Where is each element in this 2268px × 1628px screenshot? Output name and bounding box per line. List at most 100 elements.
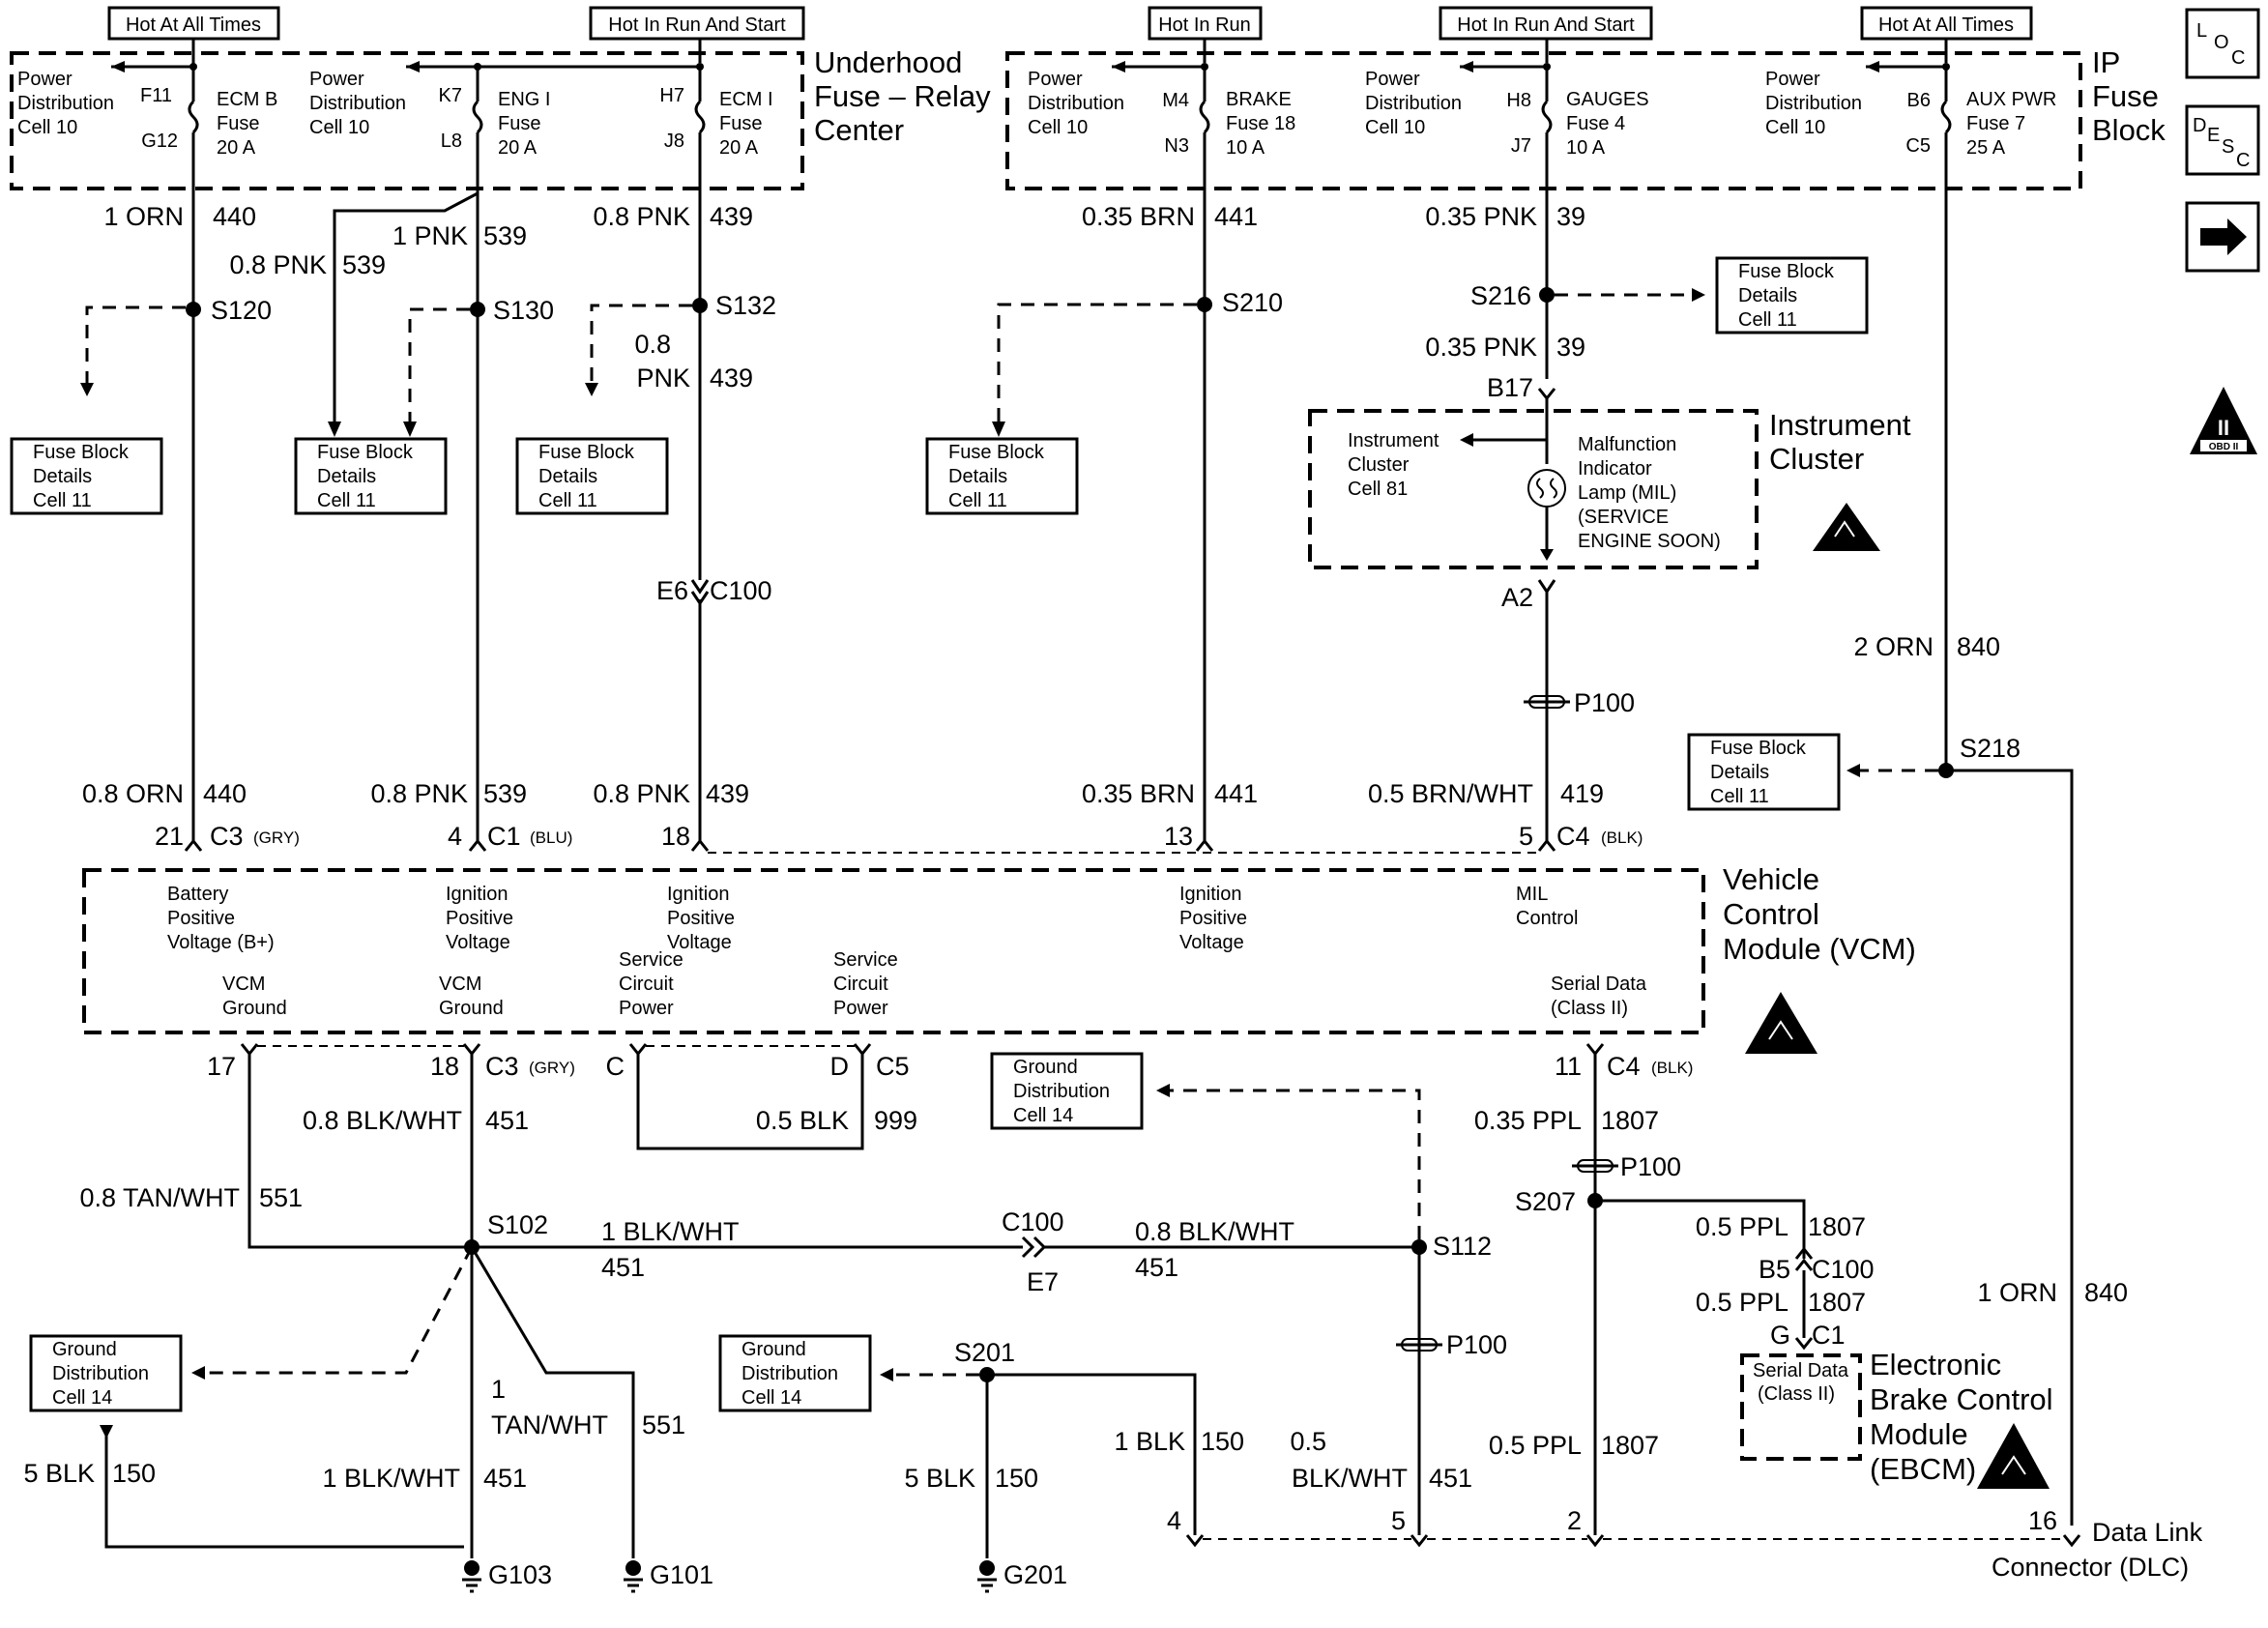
data-link-connector: 4 5 2 16 Data Link Connector (DLC)	[1167, 1506, 2203, 1582]
power-dist-ref-3: Power Distribution Cell 10	[1028, 69, 1130, 138]
vcm-title: Vehicle Control Module (VCM)	[1723, 862, 1916, 966]
splice-dot	[186, 302, 201, 317]
wire-label: 439	[706, 779, 749, 808]
arrow-left-icon	[1112, 61, 1125, 73]
wire-label: 2 ORN	[1853, 632, 1934, 661]
wire-551-ground	[470, 1246, 635, 1558]
wire-label: 0.5 PPL	[1489, 1431, 1582, 1460]
underhood-title-3: Center	[814, 113, 904, 147]
fuse-pin-in: M4	[1162, 90, 1189, 111]
connector-icon	[184, 838, 203, 852]
pin-2: 2	[1567, 1506, 1582, 1535]
wire-label: 150	[995, 1464, 1038, 1493]
obd-ii-badge: II OBD II	[2190, 387, 2257, 454]
wire-label: 440	[203, 779, 247, 808]
splice-dot	[1539, 287, 1555, 303]
wire-label: 840	[1957, 632, 2000, 661]
dashed-ref-line	[203, 1246, 474, 1375]
ip-title-2: Fuse	[2092, 79, 2159, 113]
wire-label: 451	[485, 1106, 529, 1135]
ground-g101: G101	[650, 1560, 713, 1589]
vcm-top-connectors: 21 C3 (GRY) 4 C1 (BLU) 18 13 5 C4 (BLK)	[155, 822, 1643, 854]
wire-label: 451	[483, 1464, 527, 1493]
wire-label: 440	[213, 202, 256, 231]
wire-150	[104, 1431, 464, 1549]
ground-dot	[625, 1560, 641, 1576]
wire-label: 0.8 PNK	[229, 250, 327, 279]
power-dist-ref-2: Power Distribution Cell 10	[309, 69, 412, 138]
power-dist-ref-1: Power Distribution Cell 10	[17, 69, 120, 138]
fuse-pin-in: H8	[1506, 90, 1531, 111]
obd-strip	[2200, 440, 2247, 451]
wire-label: 1 BLK	[1114, 1427, 1185, 1456]
connector-icon	[1410, 1534, 1429, 1548]
vcm-serial-label: Serial Data(Class II)	[1551, 974, 1647, 1019]
wire-label: 0.35 BRN	[1082, 202, 1195, 231]
inline-connector-icon	[690, 579, 710, 606]
fuse-pin-out: N3	[1164, 135, 1189, 157]
dlc-title-1: Data Link	[2092, 1518, 2203, 1547]
loc-o: O	[2214, 32, 2229, 53]
circuit-440: 1 ORN 440 S120 0.8 ORN 440	[80, 189, 272, 841]
wire-539-branch	[333, 191, 479, 425]
fuse-ecm-b-label: ECM B Fuse 20 A	[217, 89, 283, 159]
connector-c4: C4	[1556, 822, 1590, 851]
splice-s218: S218	[1960, 734, 2021, 763]
dashed-ref-line	[590, 304, 692, 387]
arrow-down-icon	[100, 1425, 113, 1439]
fbd-box	[515, 437, 669, 515]
power-dist-ref-4: Power Distribution Cell 10	[1365, 69, 1468, 138]
fuse-pin-in: K7	[439, 85, 462, 106]
ground-icon	[977, 1578, 997, 1593]
desc-c: C	[2236, 150, 2250, 171]
ground-dot	[464, 1560, 480, 1576]
connector-c3: C3	[210, 822, 244, 851]
arrow-right-icon	[1692, 288, 1705, 302]
ground-g103: G103	[488, 1560, 552, 1589]
connector-icon	[1585, 1534, 1605, 1548]
wire-label: 441	[1214, 202, 1258, 231]
dashed-ref-line	[85, 305, 186, 387]
connector-c1: C1	[487, 822, 521, 851]
underhood-box	[10, 51, 804, 190]
splice-s207: S207	[1515, 1187, 1576, 1216]
gdd-box	[990, 1052, 1144, 1130]
wire-label: TAN/WHT	[491, 1410, 608, 1439]
tag-hot-in-run-and-start-2: Hot In Run And Start	[1457, 15, 1635, 36]
pin-18: 18	[430, 1052, 459, 1081]
vcm-box	[82, 868, 1705, 1034]
tag-hot-in-run: Hot In Run	[1158, 15, 1251, 36]
connector-icon	[1185, 1534, 1205, 1548]
ebcm-title: Electronic Brake Control Module (EBCM)	[1870, 1348, 2061, 1486]
arrow-down-icon	[80, 383, 94, 396]
connector-p100: P100	[1446, 1330, 1507, 1359]
gdd-box	[718, 1334, 872, 1412]
next-page-button[interactable]	[2185, 201, 2260, 273]
loc-button[interactable]: L O C	[2185, 8, 2260, 79]
obd-text: OBD II	[2209, 442, 2239, 452]
fbd-box	[10, 437, 163, 515]
wire-label: 0.8 PNK	[593, 202, 690, 231]
ground-g201: G201	[1003, 1560, 1067, 1589]
connector-color: (BLU)	[530, 829, 572, 847]
desc-button[interactable]: D E S C	[2185, 104, 2260, 176]
fuse-pin-in: H7	[659, 85, 684, 106]
wire-label: 1 BLK/WHT	[322, 1464, 460, 1493]
wire-label: 0.5 PPL	[1696, 1288, 1788, 1317]
arrow-down-icon	[328, 422, 341, 437]
fuse-icon	[1940, 100, 1952, 134]
pin-13: 13	[1164, 822, 1193, 851]
connector-icon	[628, 1043, 648, 1057]
connector-c3: C3	[485, 1052, 519, 1081]
side-nav: L O C D E S C II OBD II	[2185, 8, 2260, 454]
inline-connector-icon	[1021, 1236, 1047, 1259]
